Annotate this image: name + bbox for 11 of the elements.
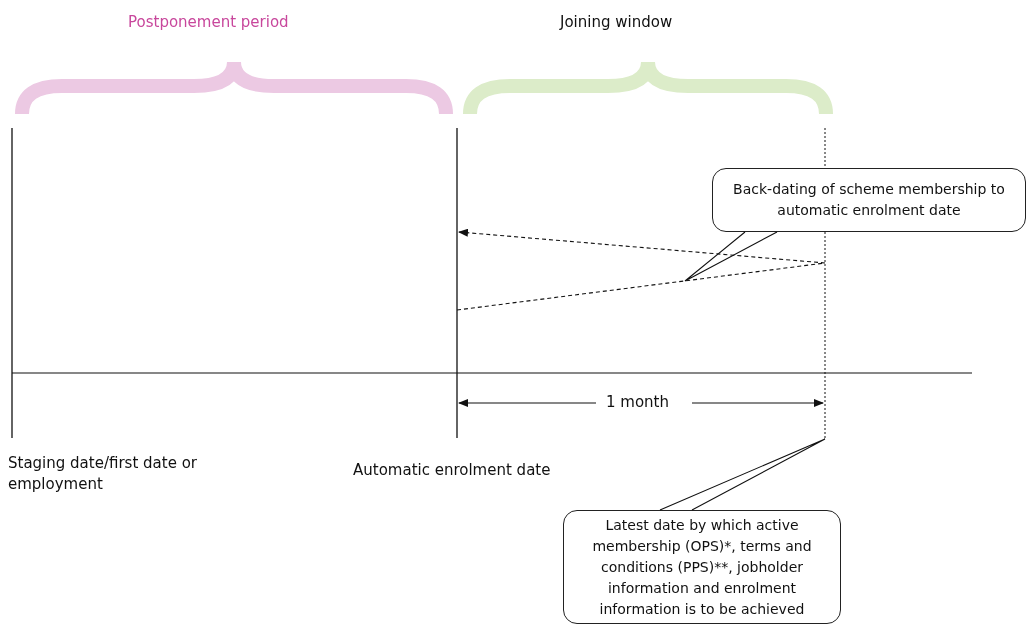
period-label: Postponement period xyxy=(128,12,289,33)
period-label: Joining window xyxy=(560,12,673,33)
date-label: Staging date/first date or employment xyxy=(8,453,198,495)
callout-text: Back-dating of scheme membership to automatic enrolment date xyxy=(732,180,1006,220)
callout-bubble xyxy=(563,510,841,624)
dashed-arrow xyxy=(458,228,826,264)
callout-pointer xyxy=(684,231,778,282)
date-label: Automatic enrolment date xyxy=(353,460,552,481)
callout-pointer xyxy=(659,438,826,511)
callout-bubble xyxy=(712,168,1026,232)
callout-text: Latest date by which active membership (OPS)*, terms and conditions (PPS)**, jobholder information and enrolment information is to be achieved xyxy=(591,515,813,619)
